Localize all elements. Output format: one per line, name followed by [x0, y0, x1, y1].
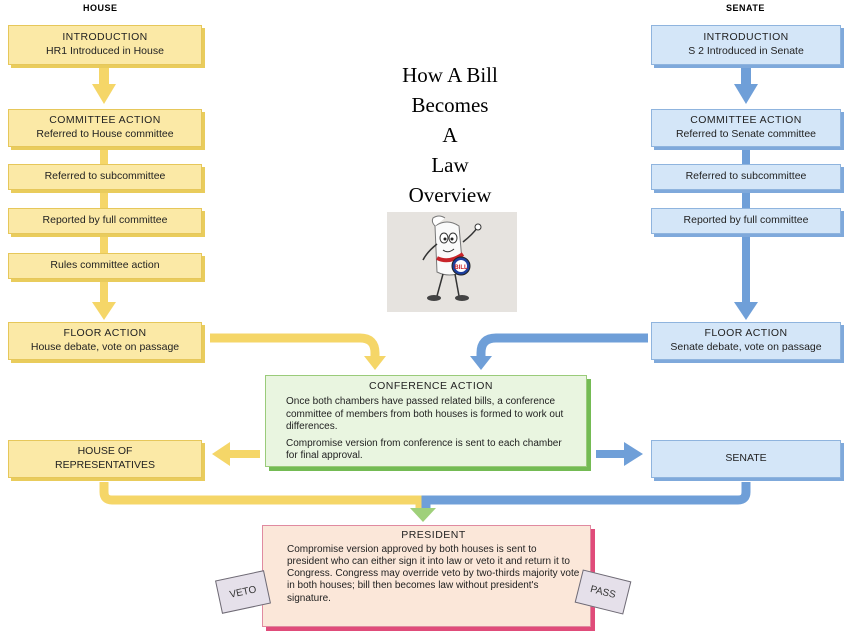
senate-subcommittee-box: Referred to subcommittee [651, 164, 841, 190]
title-line: Overview [380, 180, 520, 210]
bill-character-illustration: BILL [387, 212, 517, 312]
senate-reported-box: Reported by full committee [651, 208, 841, 234]
president-text: Compromise version approved by both hous… [287, 544, 580, 605]
house-floor-title: FLOOR ACTION [64, 327, 147, 341]
title-line: How A Bill [380, 60, 520, 90]
house-committee-text: Referred to House committee [36, 128, 173, 142]
senate-floor-title: FLOOR ACTION [705, 327, 788, 341]
house-of-representatives-box: HOUSE OF REPRESENTATIVES [8, 440, 202, 478]
house-subcommittee-text: Referred to subcommittee [45, 170, 166, 184]
pass-label: PASS [589, 584, 617, 601]
house-rules-text: Rules committee action [50, 259, 159, 273]
house-introduction-box: INTRODUCTION HR1 Introduced in House [8, 25, 202, 65]
house-introduction-title: INTRODUCTION [62, 31, 147, 45]
president-title: PRESIDENT [287, 529, 580, 542]
house-committee-box: COMMITTEE ACTION Referred to House commi… [8, 109, 202, 147]
house-reported-box: Reported by full committee [8, 208, 202, 234]
veto-label: VETO [229, 584, 258, 600]
senate-chamber-box: SENATE [651, 440, 841, 478]
house-subcommittee-box: Referred to subcommittee [8, 164, 202, 190]
house-chamber-line1: HOUSE OF [78, 445, 133, 459]
house-column-header: HOUSE [83, 3, 118, 13]
house-reported-text: Reported by full committee [43, 214, 168, 228]
president-box: PRESIDENT Compromise version approved by… [262, 525, 591, 627]
diagram-title: How A Bill Becomes A Law Overview [380, 60, 520, 210]
mascot-badge-label: BILL [454, 265, 468, 271]
house-introduction-text: HR1 Introduced in House [46, 45, 164, 59]
senate-chamber-text: SENATE [725, 452, 766, 466]
house-committee-title: COMMITTEE ACTION [49, 114, 160, 128]
senate-committee-text: Referred to Senate committee [676, 128, 816, 142]
house-floor-box: FLOOR ACTION House debate, vote on passa… [8, 322, 202, 360]
house-chamber-line2: REPRESENTATIVES [55, 459, 155, 473]
senate-column-header: SENATE [726, 3, 765, 13]
conference-text-1: Once both chambers have passed related b… [286, 396, 576, 434]
bill-mascot-image: BILL [387, 212, 517, 312]
title-line: Law [380, 150, 520, 180]
senate-introduction-box: INTRODUCTION S 2 Introduced in Senate [651, 25, 841, 65]
conference-action-box: CONFERENCE ACTION Once both chambers hav… [265, 375, 587, 467]
senate-introduction-title: INTRODUCTION [703, 31, 788, 45]
house-rules-box: Rules committee action [8, 253, 202, 279]
house-floor-text: House debate, vote on passage [31, 341, 179, 355]
senate-floor-box: FLOOR ACTION Senate debate, vote on pass… [651, 322, 841, 360]
senate-committee-title: COMMITTEE ACTION [690, 114, 801, 128]
senate-floor-text: Senate debate, vote on passage [670, 341, 821, 355]
senate-committee-box: COMMITTEE ACTION Referred to Senate comm… [651, 109, 841, 147]
conference-text-2: Compromise version from conference is se… [286, 438, 576, 463]
senate-introduction-text: S 2 Introduced in Senate [688, 45, 804, 59]
conference-title: CONFERENCE ACTION [286, 380, 576, 393]
title-line: Becomes [380, 90, 520, 120]
president-arrow [410, 508, 436, 522]
senate-subcommittee-text: Referred to subcommittee [686, 170, 807, 184]
senate-reported-text: Reported by full committee [684, 214, 809, 228]
title-line: A [380, 120, 520, 150]
